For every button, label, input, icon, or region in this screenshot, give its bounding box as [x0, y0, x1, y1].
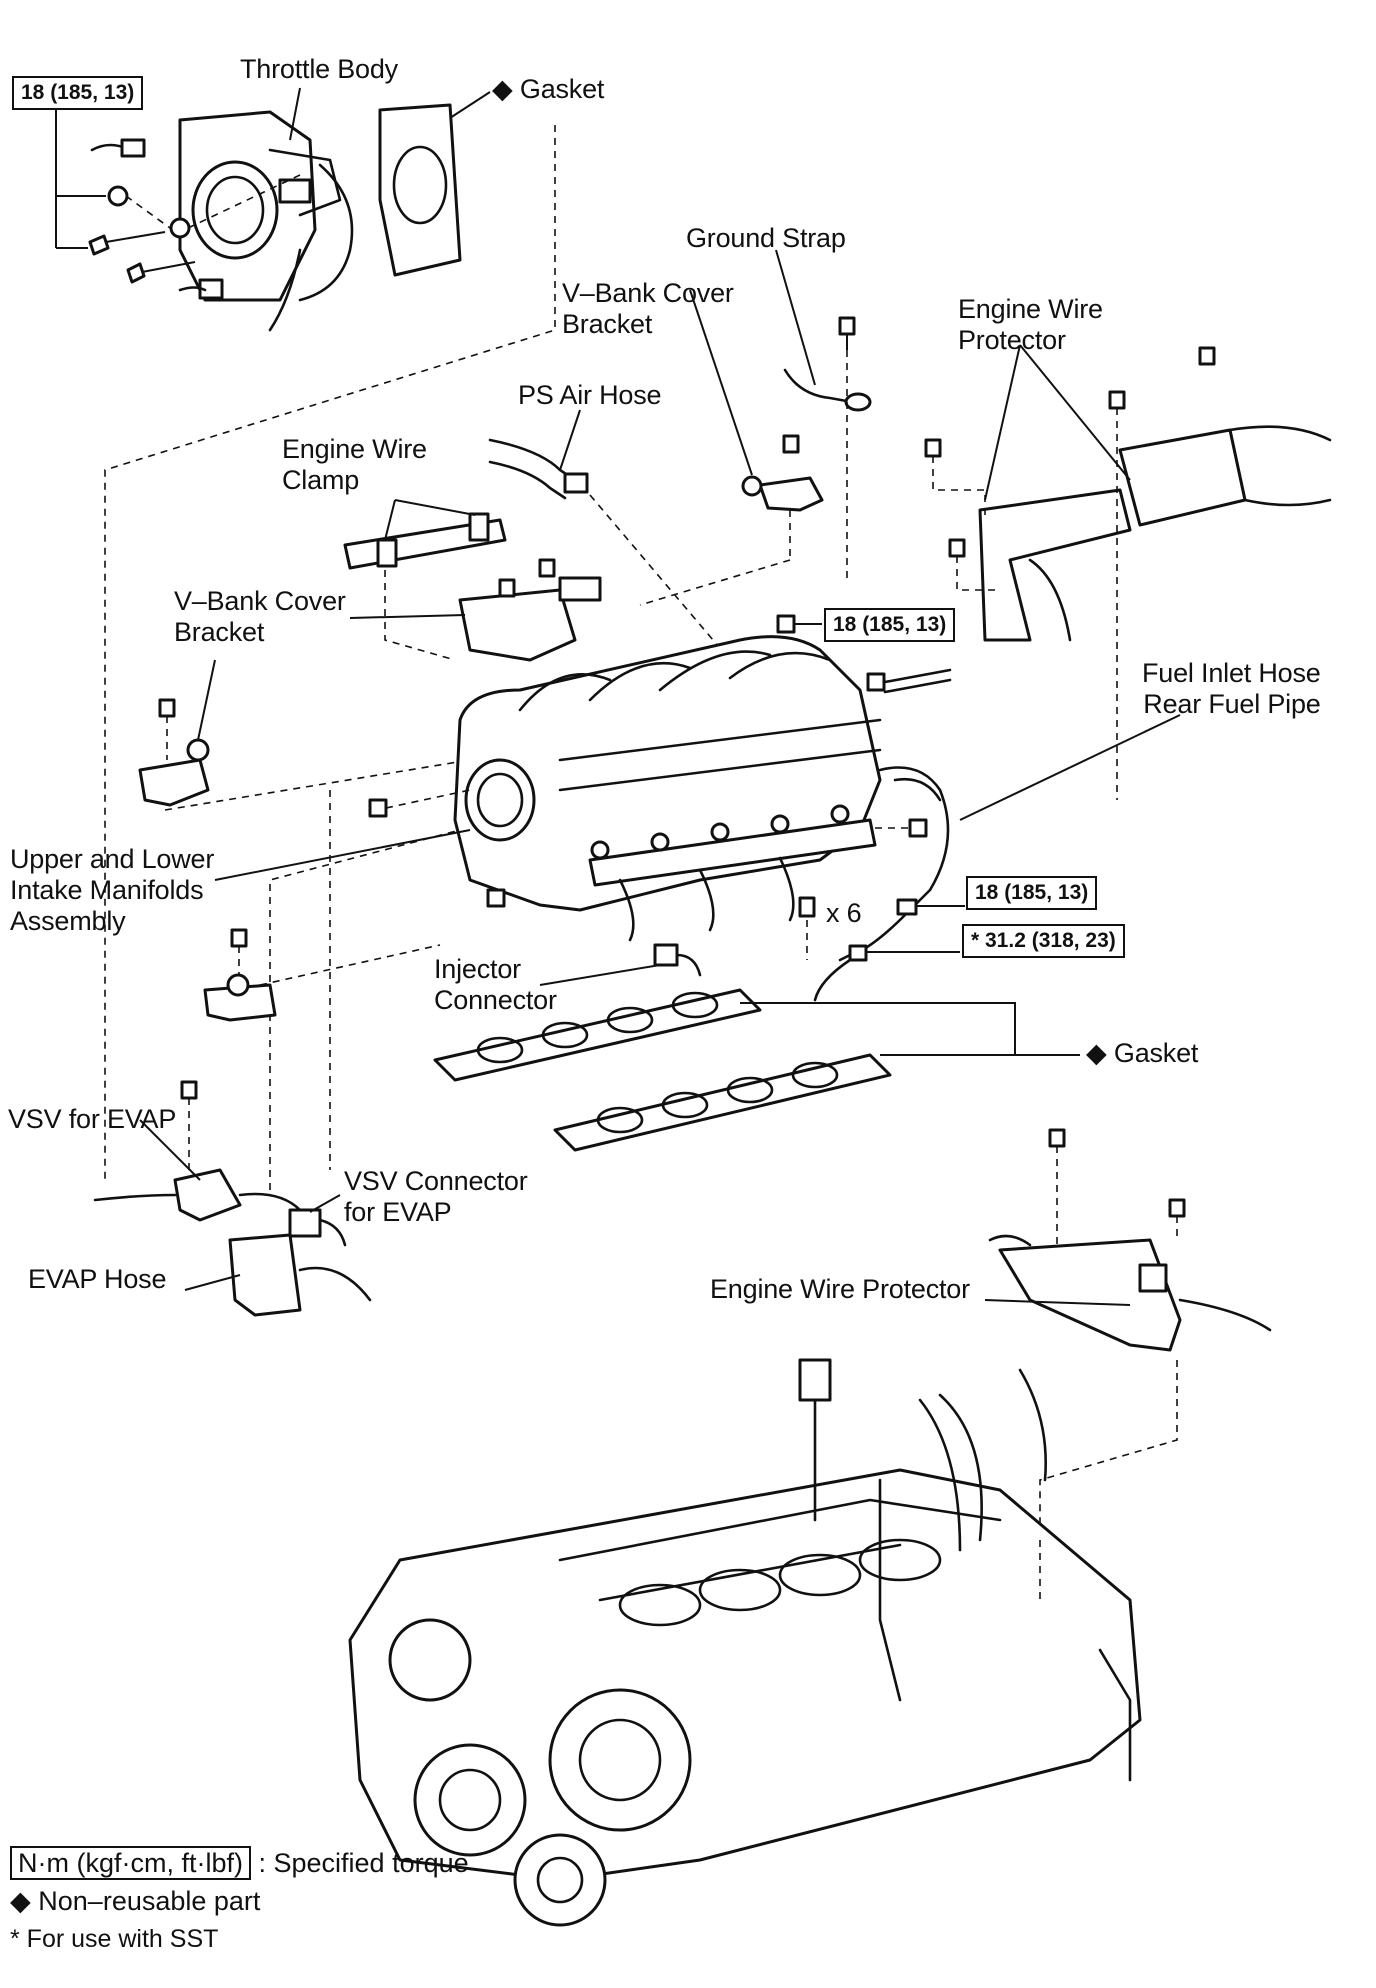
manifold-nut — [776, 614, 796, 634]
label-fuel-inlet-hose: Fuel Inlet Hose Rear Fuel Pipe — [1142, 658, 1321, 719]
engine-wire-clamp-illustration — [343, 512, 507, 570]
throttle-gasket-illustration — [378, 103, 462, 277]
intake-manifold-illustration — [453, 635, 882, 942]
label-gasket-top: ◆ Gasket — [492, 74, 604, 105]
label-upper-lower-intake: Upper and Lower Intake Manifolds Assembl… — [10, 844, 215, 936]
label-gasket-bottom-text: Gasket — [1113, 1038, 1199, 1068]
non-reusable-diamond-icon: ◆ — [1086, 1038, 1107, 1068]
label-engine-wire-protector-top: Engine Wire Protector — [958, 294, 1103, 355]
throttle-bolts — [88, 138, 224, 300]
legend-non-reusable: ◆ Non–reusable part — [10, 1886, 260, 1917]
legend-torque-desc: : Specified torque — [258, 1848, 469, 1878]
label-times-six: x 6 — [826, 898, 862, 928]
legend-non-reusable-text: Non–reusable part — [38, 1886, 261, 1916]
label-v-bank-cover-bracket-top: V–Bank Cover Bracket — [562, 278, 734, 339]
engine-block-illustration — [348, 1358, 1142, 1927]
throttle-body-illustration — [178, 110, 354, 332]
small-bracket-illustration — [203, 928, 277, 1022]
legend-torque-units: N·m (kgf·cm, ft·lbf) — [10, 1846, 251, 1880]
non-reusable-diamond-icon: ◆ — [492, 74, 513, 104]
non-reusable-diamond-icon: ◆ — [10, 1886, 31, 1916]
engine-wire-protector-bottom-illustration — [988, 1128, 1272, 1352]
fuel-pipe-illustration — [813, 766, 950, 1002]
engine-wire-protector-top-illustration — [924, 346, 1332, 642]
injector-connector-illustration — [653, 943, 702, 977]
ps-air-hose-illustration — [488, 438, 589, 500]
label-gasket-top-text: Gasket — [519, 74, 605, 104]
label-injector-connector: Injector Connector — [434, 954, 557, 1015]
label-ground-strap: Ground Strap — [686, 223, 846, 253]
label-engine-wire-clamp: Engine Wire Clamp — [282, 434, 427, 495]
label-evap-hose: EVAP Hose — [28, 1264, 167, 1294]
intake-gaskets-illustration — [433, 988, 892, 1152]
label-engine-wire-protector-bottom: Engine Wire Protector — [710, 1274, 970, 1304]
label-throttle-body: Throttle Body — [240, 54, 398, 84]
legend-torque: N·m (kgf·cm, ft·lbf) : Specified torque — [10, 1846, 469, 1880]
ground-strap-illustration — [783, 316, 872, 412]
torque-throttle-body: 18 (185, 13) — [12, 76, 144, 110]
v-bank-bracket-top-illustration — [741, 434, 824, 512]
v-bank-bracket-center-illustration — [458, 558, 602, 662]
legend-sst: * For use with SST — [10, 1925, 219, 1953]
vsv-evap-illustration — [93, 1080, 372, 1317]
label-ps-air-hose: PS Air Hose — [518, 380, 662, 410]
label-vsv-connector: VSV Connector for EVAP — [344, 1166, 528, 1227]
label-gasket-bottom: ◆ Gasket — [1086, 1038, 1198, 1069]
torque-fuel-pipe-union: 18 (185, 13) — [966, 876, 1098, 910]
torque-manifold-nut: 18 (185, 13) — [824, 608, 956, 642]
v-bank-bracket-left-illustration — [138, 698, 210, 807]
label-v-bank-cover-bracket-left: V–Bank Cover Bracket — [174, 586, 346, 647]
label-vsv-for-evap: VSV for EVAP — [8, 1104, 177, 1134]
torque-fuel-pipe-sst: * 31.2 (318, 23) — [962, 924, 1125, 958]
